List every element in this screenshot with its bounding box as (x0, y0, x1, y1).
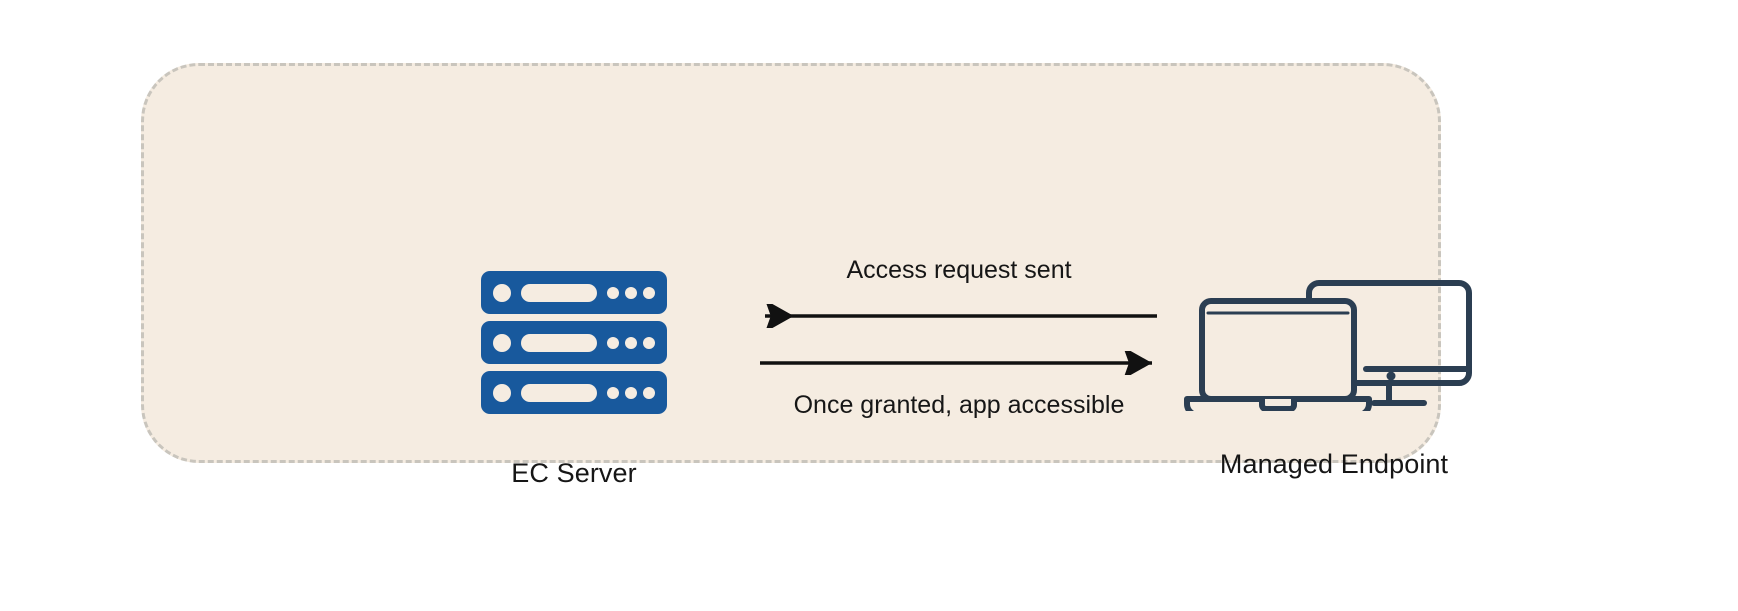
server-dots-icon (607, 336, 655, 349)
server-dot-icon (607, 386, 619, 399)
server-unit (481, 271, 667, 314)
node-managed-endpoint: Managed Endpoint (1144, 261, 1524, 480)
server-dot-icon (643, 386, 655, 399)
flow-caption-app-accessible: Once granted, app accessible (793, 391, 1125, 419)
server-dot-icon (625, 336, 637, 349)
server-bay-icon (521, 383, 597, 402)
node-label-ec-server: EC Server (511, 458, 637, 488)
flow-caption-access-request: Access request sent (846, 256, 1072, 284)
server-dot-icon (643, 336, 655, 349)
server-led-icon (493, 333, 511, 352)
node-label-managed-endpoint: Managed Endpoint (1219, 449, 1449, 479)
arrow-app-accessible (760, 351, 1152, 375)
server-unit (481, 371, 667, 414)
node-ec-server: EC Server (444, 271, 704, 489)
server-dot-icon (625, 386, 637, 399)
diagram-panel: EC Server Access request sent (141, 63, 1472, 488)
server-dots-icon (607, 286, 655, 299)
server-unit (481, 321, 667, 364)
server-bay-icon (521, 283, 597, 302)
server-led-icon (493, 383, 511, 402)
flow-group: Access request sent Once granted, app a (759, 256, 1159, 426)
server-stack-icon (481, 271, 667, 414)
server-dots-icon (607, 386, 655, 399)
server-dot-icon (643, 286, 655, 299)
server-dot-icon (607, 336, 619, 349)
server-led-icon (493, 283, 511, 302)
arrow-access-request (765, 304, 1157, 328)
laptop-and-monitor-icon (1184, 280, 1472, 411)
server-bay-icon (521, 333, 597, 352)
server-dot-icon (607, 286, 619, 299)
server-dot-icon (625, 286, 637, 299)
